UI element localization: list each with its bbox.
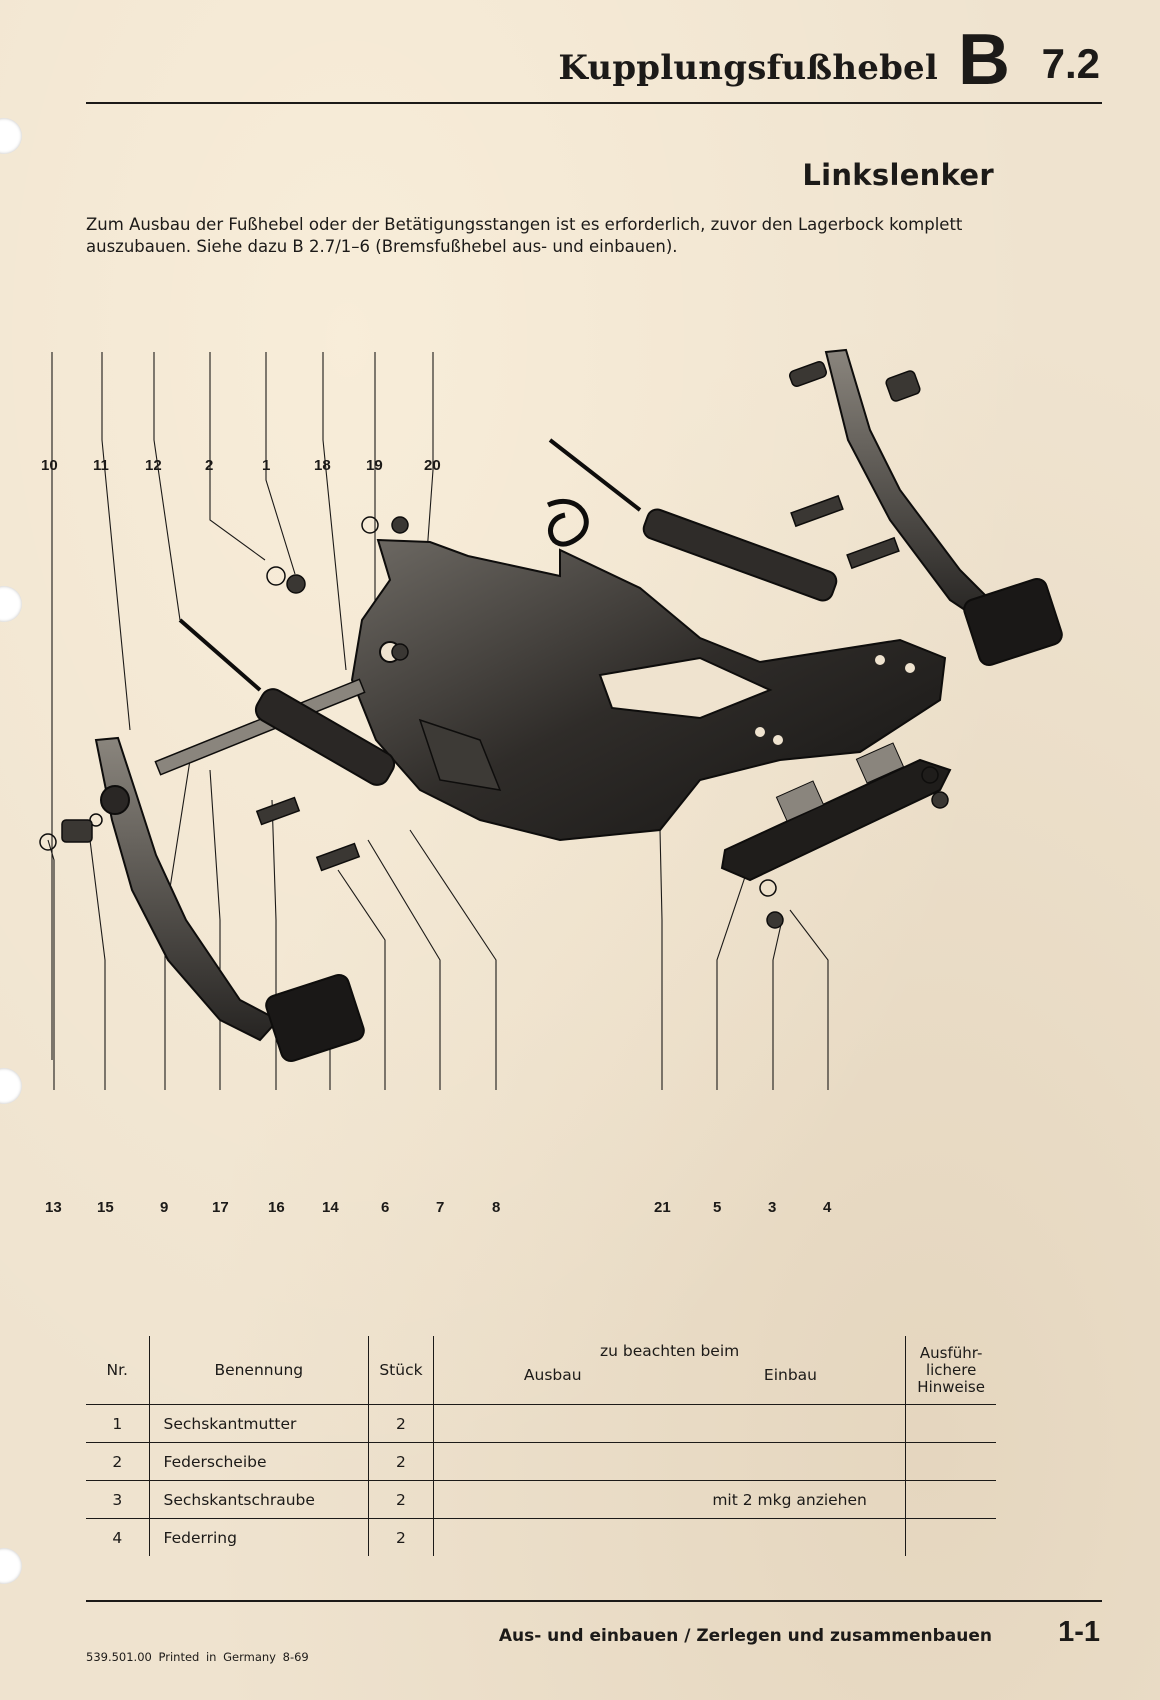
column-header-nr: Nr.: [86, 1336, 150, 1405]
base-plate: [720, 742, 952, 882]
callout-label: 21: [654, 1199, 671, 1216]
row-einbau-note: [433, 1404, 907, 1443]
callout-label: 2: [205, 457, 213, 474]
callout-label: 17: [212, 1199, 229, 1216]
callout-label: 20: [424, 457, 441, 474]
column-header-name: Benennung: [149, 1336, 370, 1405]
row-hints: [906, 1519, 996, 1557]
callout-label: 12: [145, 457, 162, 474]
punch-hole: [0, 118, 22, 154]
callout-label: 9: [160, 1199, 168, 1216]
small-hardware: [39, 360, 949, 929]
row-qty: 2: [368, 1480, 434, 1519]
callout-label: 3: [768, 1199, 776, 1216]
column-header-hints: Ausführ-lichere Hinweise: [917, 1343, 985, 1396]
punch-hole: [0, 1068, 22, 1104]
punch-hole: [0, 586, 22, 622]
row-name: Sechskantschraube: [149, 1480, 370, 1519]
callouts-bottom: 13 15 9 17 16 14 6 7 8 21 5 3 4: [45, 1199, 832, 1216]
row-qty: 2: [368, 1518, 434, 1556]
row-nr: 2: [86, 1442, 150, 1481]
row-nr: 3: [86, 1480, 150, 1519]
row-hints: [906, 1405, 996, 1443]
row-qty: 2: [368, 1404, 434, 1443]
section-number: 7.2: [1041, 40, 1100, 87]
exploded-parts-diagram: 10 11 12 2 1 18 19 20 13 15 9 17 16 14 6…: [39, 348, 1063, 1216]
bearing-bracket: [350, 538, 947, 842]
notes-ausbau-header: Ausbau: [523, 1366, 582, 1384]
shaft-and-cylinders: [154, 438, 838, 786]
brake-pedal: [824, 348, 1063, 667]
table-row: 1 Sechskantmutter 2: [86, 1404, 996, 1443]
callout-label: 8: [492, 1199, 500, 1216]
row-name: Federscheibe: [149, 1442, 370, 1481]
column-header-notes: zu beachten beim Ausbau Einbau: [433, 1336, 907, 1405]
page-number: 1-1: [1058, 1616, 1100, 1648]
row-hints: [906, 1443, 996, 1481]
callout-label: 7: [436, 1199, 444, 1216]
row-einbau-note: [433, 1518, 907, 1556]
row-einbau-note: [433, 1442, 907, 1481]
print-info: 539.501.00 Printed in Germany 8-69: [86, 1650, 309, 1664]
callout-label: 11: [93, 457, 109, 474]
page-footer: Aus- und einbauen / Zerlegen und zusamme…: [86, 1600, 1102, 1664]
callout-label: 6: [381, 1199, 389, 1216]
footer-title: Aus- und einbauen / Zerlegen und zusamme…: [498, 1626, 992, 1646]
callout-label: 1: [262, 457, 270, 474]
row-nr: 4: [86, 1518, 150, 1556]
callout-label: 15: [97, 1199, 114, 1216]
clutch-pedal: [94, 736, 365, 1063]
callout-label: 10: [41, 457, 58, 474]
intro-paragraph: Zum Ausbau der Fußhebel oder der Betätig…: [86, 215, 963, 256]
column-header-qty: Stück: [368, 1336, 434, 1405]
page-title: Kupplungsfußhebel: [558, 48, 938, 88]
notes-einbau-header: Einbau: [763, 1366, 818, 1384]
callouts-top: 10 11 12 2 1 18 19 20: [41, 457, 441, 474]
row-nr: 1: [86, 1404, 150, 1443]
notes-header: zu beachten beim: [599, 1342, 740, 1360]
table-row: 2 Federscheibe 2: [86, 1442, 996, 1481]
callout-label: 5: [713, 1199, 721, 1216]
callout-label: 16: [268, 1199, 285, 1216]
row-qty: 2: [368, 1442, 434, 1481]
callout-label: 13: [45, 1199, 62, 1216]
callout-label: 4: [823, 1199, 832, 1216]
callout-label: 19: [366, 457, 383, 474]
parts-table: Nr. Benennung Stück zu beachten beim Aus…: [86, 1336, 996, 1556]
table-row: 4 Federring 2: [86, 1518, 996, 1557]
row-einbau-note: mit 2 mkg anziehen: [433, 1480, 907, 1519]
callout-label: 18: [314, 457, 331, 474]
table-row: 3 Sechskantschraube 2 mit 2 mkg anziehen: [86, 1480, 996, 1519]
row-name: Sechskantmutter: [149, 1404, 370, 1443]
callout-label: 14: [322, 1199, 339, 1216]
row-hints: [906, 1481, 996, 1519]
table-header-row: Nr. Benennung Stück zu beachten beim Aus…: [86, 1336, 996, 1405]
page-header: Kupplungsfußhebel B 7.2: [86, 22, 1102, 104]
row-name: Federring: [149, 1518, 370, 1556]
subtitle: Linkslenker: [802, 158, 994, 192]
punch-hole: [0, 1548, 22, 1584]
section-letter: B: [958, 20, 1010, 100]
